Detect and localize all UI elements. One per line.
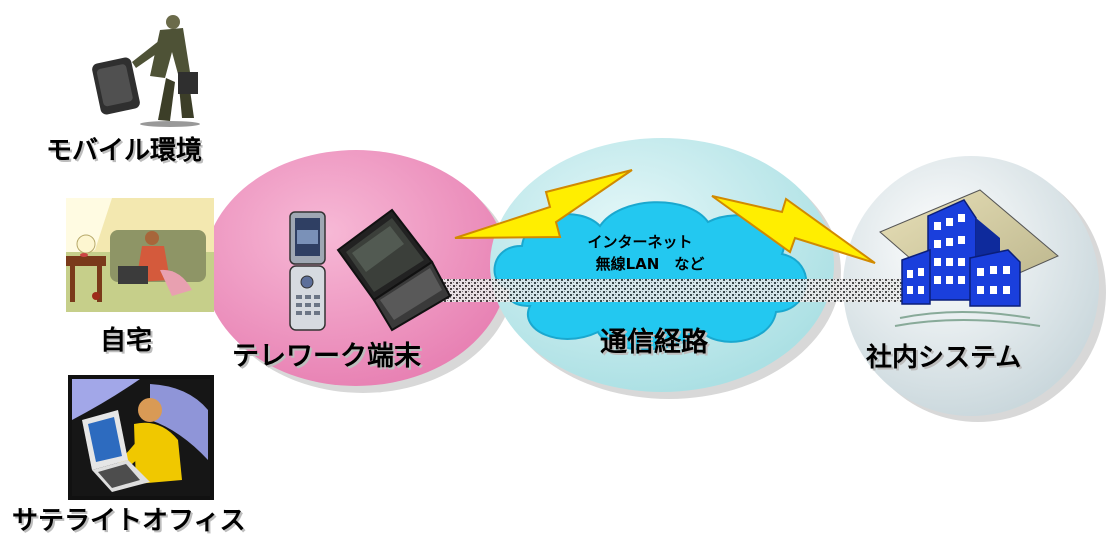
connection-line	[432, 279, 922, 302]
lightning-right	[711, 195, 876, 264]
telework-terminal-label: テレワーク端末	[232, 341, 421, 372]
laptop-icon	[336, 208, 452, 332]
network-type-line2: 無線LAN など	[595, 255, 705, 273]
company-system-label: 社内システム	[866, 343, 1022, 373]
network-type-line1: インターネット	[587, 233, 693, 251]
communication-path-label: 通信経路	[600, 327, 708, 358]
lightning-left	[454, 169, 633, 239]
home-label: 自宅	[100, 326, 153, 356]
office-building-icon	[879, 189, 1059, 327]
home-icon	[66, 198, 214, 312]
mobile-phone-icon	[289, 211, 326, 331]
satellite-office-label: サテライトオフィス	[12, 506, 246, 536]
mobile-environment-label: モバイル環境	[46, 136, 203, 166]
traveler-icon	[92, 15, 200, 127]
satellite-office-icon	[68, 375, 214, 500]
